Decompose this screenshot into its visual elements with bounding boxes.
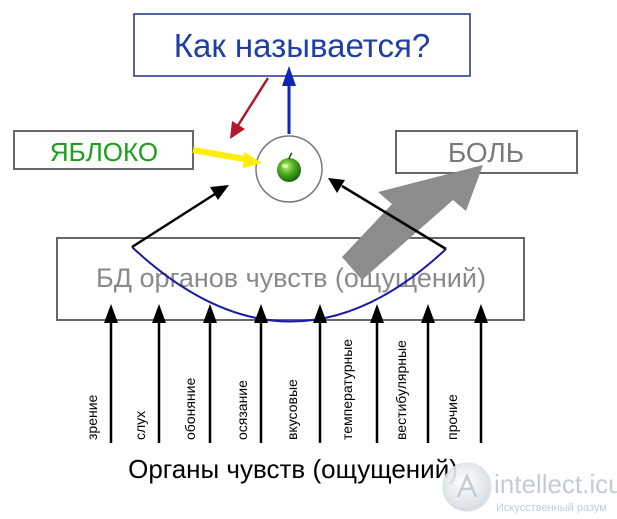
sense-labels: зрение слух обоняние осязание вкусовые т…: [84, 339, 460, 440]
blue-arrow: [282, 66, 296, 134]
sense-label-taste: вкусовые: [284, 379, 300, 440]
sense-arrow-touch: [254, 304, 268, 443]
sense-label-touch: осязание: [234, 380, 250, 440]
watermark-tagline: Искусственный разум: [496, 502, 607, 514]
sense-arrow-vision: [104, 304, 118, 443]
arc-right-arrow: [328, 178, 447, 251]
sense-arrow-vestibular: [421, 304, 435, 443]
red-arrow: [230, 77, 270, 139]
sense-arrow-temperature: [370, 304, 384, 443]
database-box: [56, 237, 525, 321]
yellow-arrow: [192, 147, 262, 168]
sense-label-vision: зрение: [84, 394, 100, 440]
pain-arrow: [342, 165, 483, 280]
sense-label-vestibular: вестибулярные: [393, 340, 409, 440]
apple-word-text: ЯБЛОКО: [50, 137, 158, 167]
question-box: [133, 13, 471, 77]
watermark: intellect.icu Искусственный разум: [442, 462, 617, 514]
brain-logo-icon: [442, 462, 492, 512]
sense-label-temperature: температурные: [339, 339, 355, 440]
sense-label-other: прочие: [444, 394, 460, 440]
apple-word-box: [13, 130, 194, 170]
sense-arrow-smell: [203, 304, 217, 443]
sense-arrow-taste: [313, 304, 327, 443]
question-text: Как называется?: [174, 27, 430, 64]
sense-label-smell: обоняние: [182, 378, 198, 440]
database-label: БД органов чувств (ощущений): [96, 263, 486, 293]
arc-left-arrow: [131, 185, 229, 249]
pain-word-text: БОЛЬ: [448, 137, 524, 168]
watermark-name: intellect.icu: [494, 469, 617, 499]
perception-arc: [131, 246, 447, 323]
sense-arrow-other: [474, 304, 488, 443]
green-apple-icon: [277, 152, 301, 182]
sense-arrow-hearing: [152, 304, 166, 443]
sense-arrows: [104, 304, 488, 443]
pain-box: [395, 130, 578, 174]
sense-label-hearing: слух: [132, 411, 148, 440]
bottom-label: Органы чувств (ощущений): [128, 454, 458, 484]
